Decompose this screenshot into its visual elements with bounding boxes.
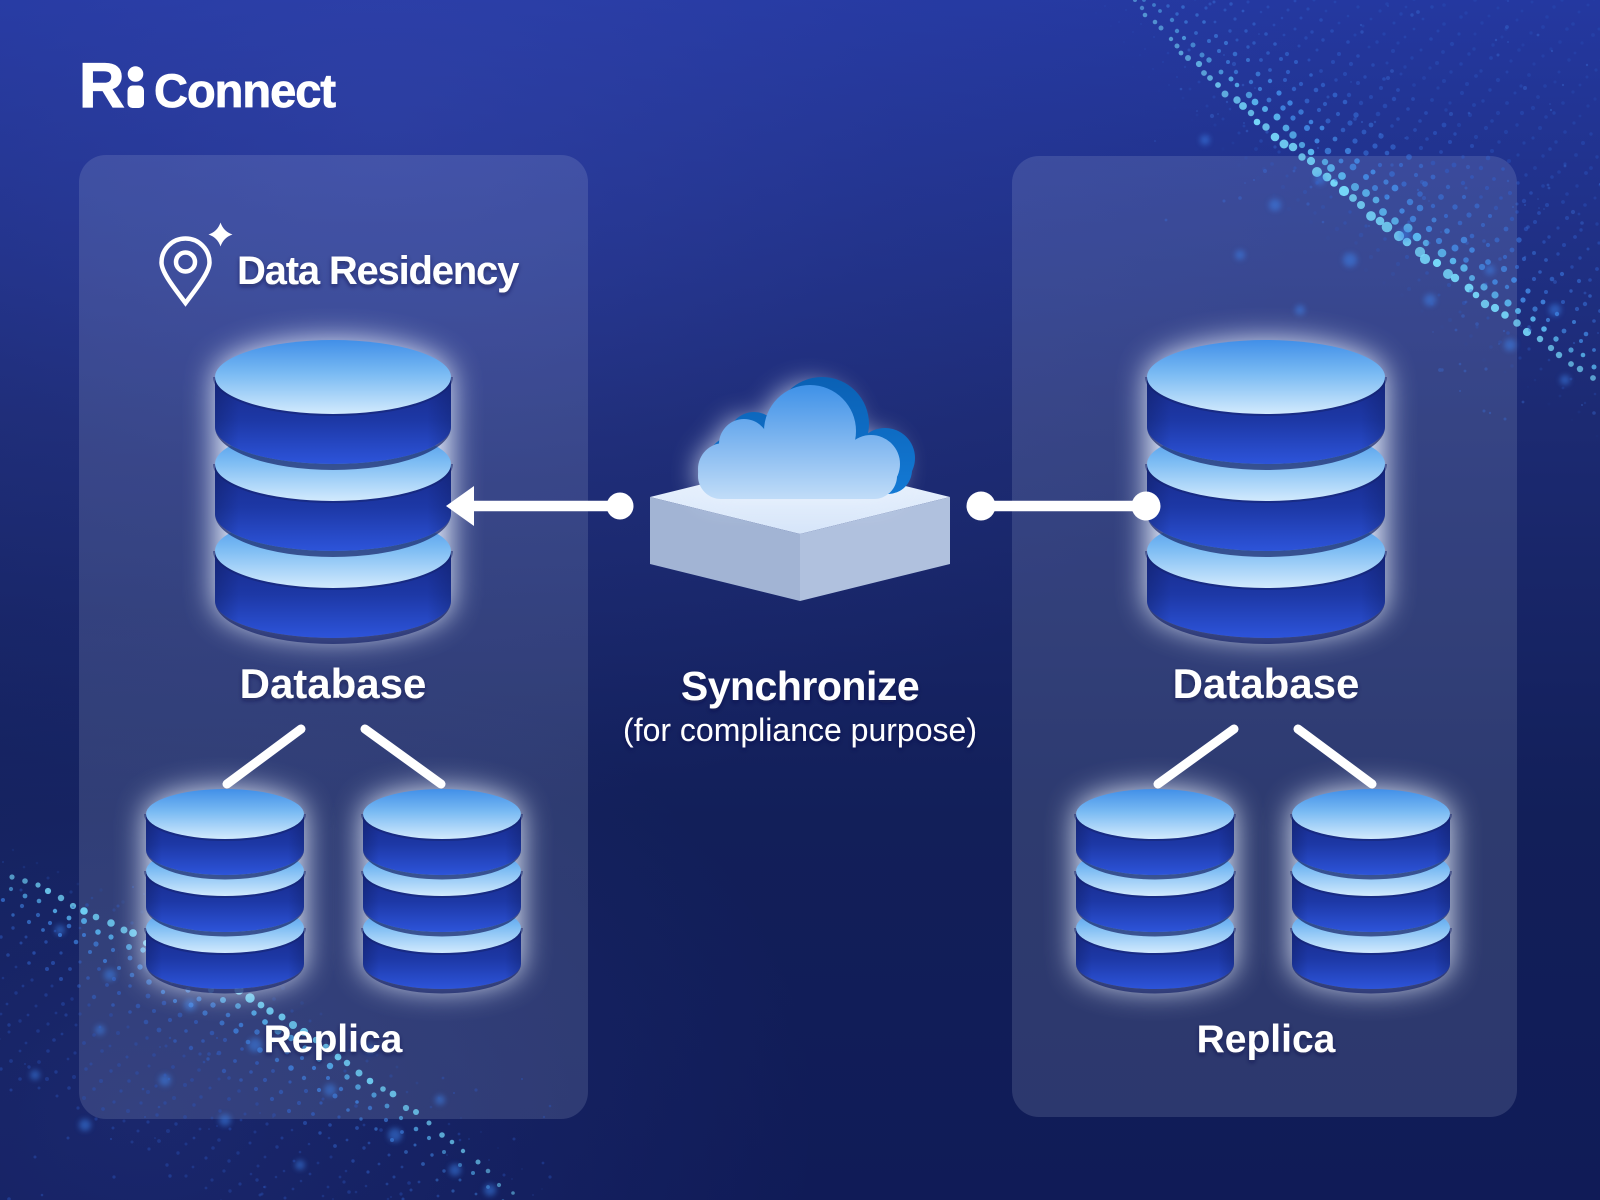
svg-text:Connect: Connect [154,64,336,117]
svg-text:Replica: Replica [1197,1018,1336,1061]
svg-text:Data Residency: Data Residency [237,249,520,293]
svg-text:Synchronize: Synchronize [681,663,919,709]
svg-text:(for compliance purpose): (for compliance purpose) [623,712,977,748]
svg-text:Replica: Replica [264,1018,403,1061]
svg-text:Database: Database [240,660,427,707]
svg-text:Database: Database [1173,660,1360,707]
svg-text:R: R [79,51,125,121]
